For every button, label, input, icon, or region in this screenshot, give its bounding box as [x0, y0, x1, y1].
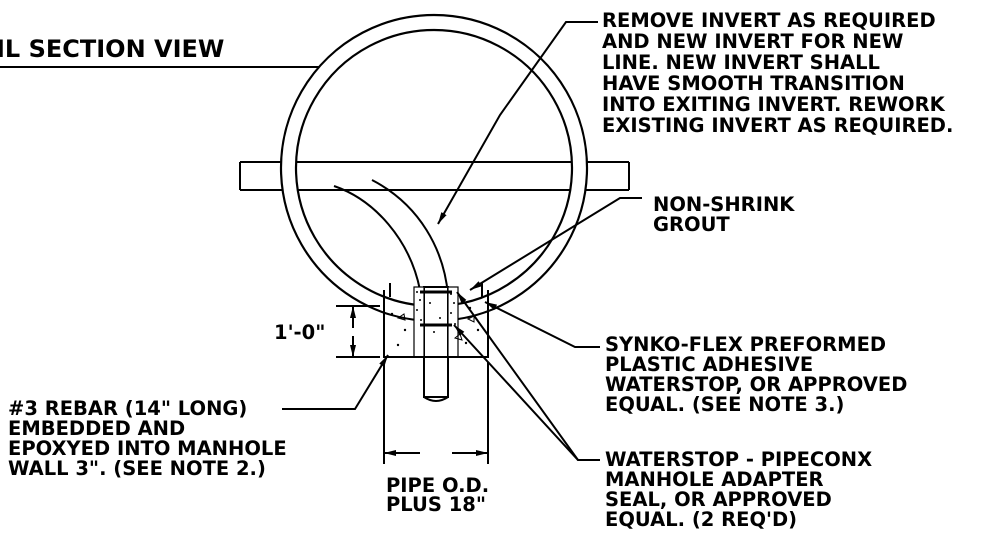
grout-left [413, 286, 425, 358]
svg-text:WATERSTOP - PIPECONX: WATERSTOP - PIPECONX [605, 448, 872, 471]
svg-text:WALL 3". (SEE NOTE 2.): WALL 3". (SEE NOTE 2.) [8, 457, 266, 480]
callout-invert: REMOVE INVERT AS REQUIRED AND NEW INVERT… [602, 9, 953, 137]
svg-text:AND NEW INVERT FOR NEW: AND NEW INVERT FOR NEW [602, 30, 903, 53]
svg-text:HAVE SMOOTH TRANSITION: HAVE SMOOTH TRANSITION [602, 72, 905, 95]
width-dimension-line1: PIPE O.D. [386, 474, 489, 497]
svg-text:SYNKO-FLEX PREFORMED: SYNKO-FLEX PREFORMED [605, 333, 886, 356]
svg-text:#3 REBAR (14" LONG): #3 REBAR (14" LONG) [8, 397, 247, 420]
manhole-wall-ring [279, 13, 589, 323]
grout-leader [469, 197, 642, 291]
synko-leader [484, 301, 600, 348]
height-dimension-text: 1'-0" [274, 321, 325, 344]
title-text: IL SECTION VIEW [0, 35, 224, 63]
callout-rebar: #3 REBAR (14" LONG) EMBEDDED AND EPOXYED… [8, 397, 287, 480]
new-pipe [413, 286, 459, 402]
pipeconx-leader-1 [453, 324, 600, 461]
invert-leader [437, 21, 598, 225]
pipeconx-leader-2 [456, 291, 600, 461]
svg-text:PLASTIC ADHESIVE: PLASTIC ADHESIVE [605, 353, 813, 376]
grout-right [447, 286, 459, 358]
existing-invert-curve-inner [371, 179, 449, 296]
manhole-structure [279, 13, 589, 323]
svg-text:EXISTING INVERT AS REQUIRED.: EXISTING INVERT AS REQUIRED. [602, 114, 953, 137]
concrete-collar [383, 283, 489, 358]
svg-text:EPOXYED INTO MANHOLE: EPOXYED INTO MANHOLE [8, 437, 287, 460]
callout-pipeconx: WATERSTOP - PIPECONX MANHOLE ADAPTER SEA… [605, 448, 872, 531]
horizontal-pipe [239, 161, 630, 191]
svg-text:GROUT: GROUT [653, 213, 730, 236]
svg-text:LINE. NEW INVERT SHALL: LINE. NEW INVERT SHALL [602, 51, 880, 74]
height-dimension: 1'-0" [274, 305, 380, 358]
svg-text:EQUAL. (2 REQ'D): EQUAL. (2 REQ'D) [605, 508, 797, 531]
svg-text:EQUAL. (SEE NOTE 3.): EQUAL. (SEE NOTE 3.) [605, 393, 844, 416]
width-dimension: PIPE O.D. PLUS 18" [383, 362, 489, 516]
rebar-leader [282, 354, 389, 410]
leader-lines [282, 21, 642, 461]
callout-grout: NON-SHRINK GROUT [653, 193, 795, 236]
width-dimension-line2: PLUS 18" [386, 493, 486, 516]
svg-text:WATERSTOP, OR APPROVED: WATERSTOP, OR APPROVED [605, 373, 907, 396]
existing-invert-curve [333, 185, 421, 291]
svg-text:NON-SHRINK: NON-SHRINK [653, 193, 795, 216]
svg-text:MANHOLE ADAPTER: MANHOLE ADAPTER [605, 468, 824, 491]
new-pipe-body [423, 286, 449, 398]
callout-synko: SYNKO-FLEX PREFORMED PLASTIC ADHESIVE WA… [605, 333, 907, 416]
svg-text:INTO EXITING INVERT. REWORK: INTO EXITING INVERT. REWORK [602, 93, 946, 116]
svg-text:REMOVE INVERT AS REQUIRED: REMOVE INVERT AS REQUIRED [602, 9, 936, 32]
section-title: IL SECTION VIEW [0, 35, 323, 68]
svg-text:SEAL, OR APPROVED: SEAL, OR APPROVED [605, 488, 832, 511]
svg-text:EMBEDDED AND: EMBEDDED AND [8, 417, 185, 440]
